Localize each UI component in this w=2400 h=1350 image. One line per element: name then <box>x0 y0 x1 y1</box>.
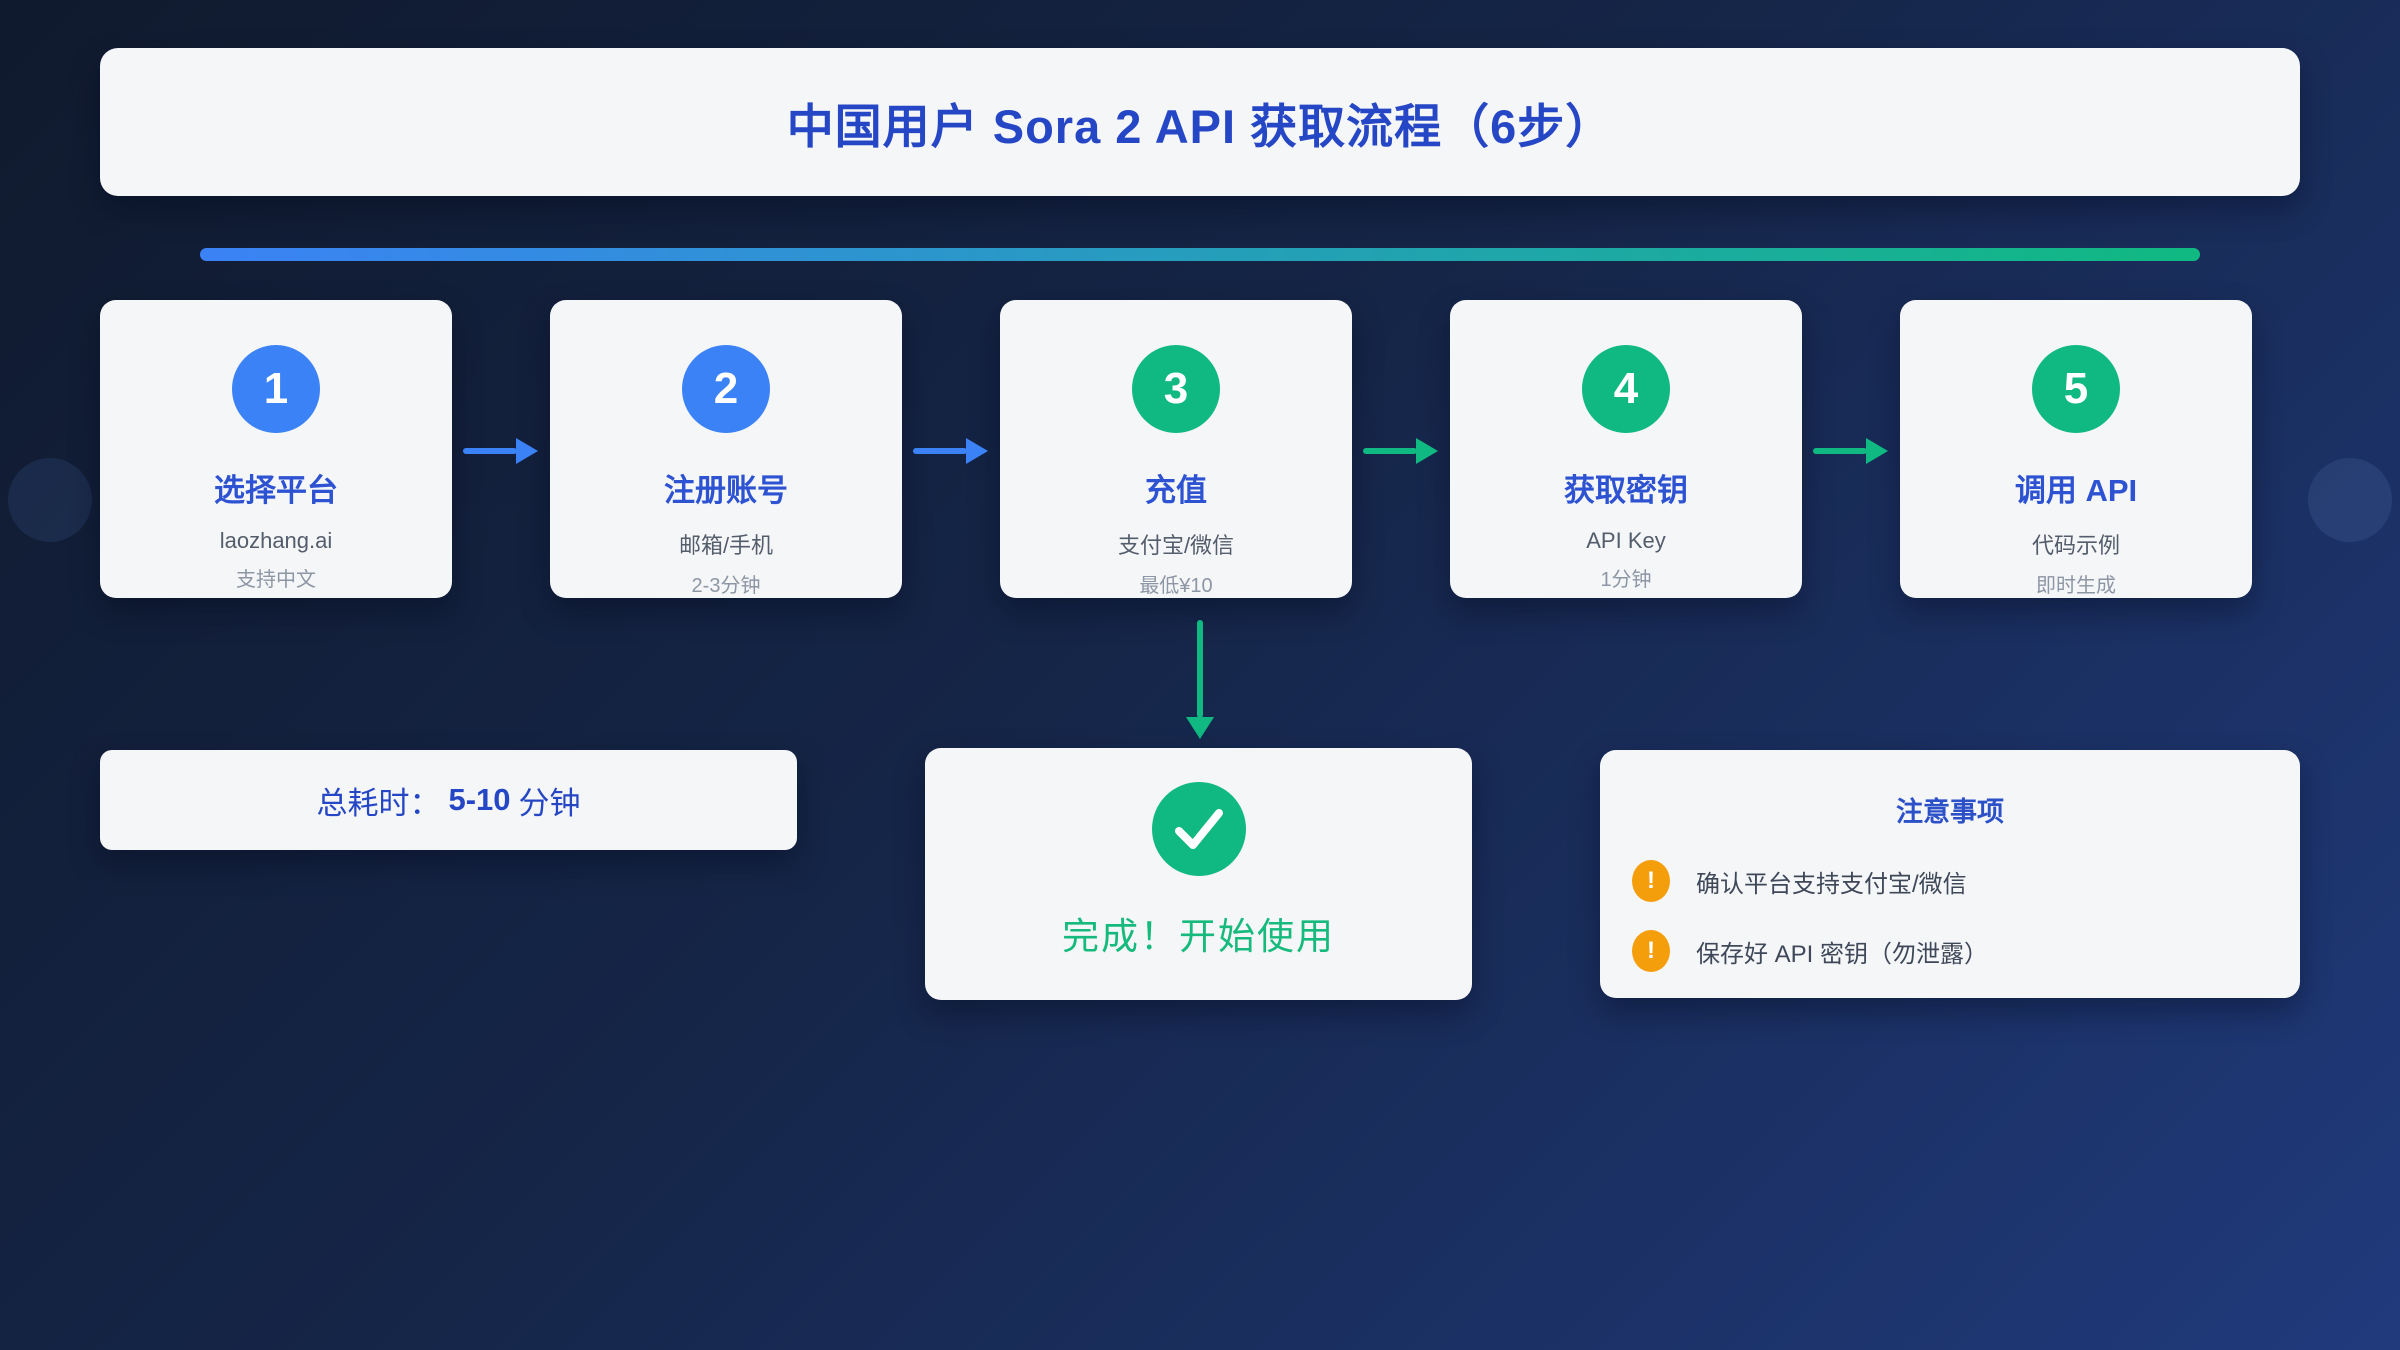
step-card-1: 1 选择平台 laozhang.ai 支持中文 <box>100 300 452 598</box>
step-card-4: 4 获取密钥 API Key 1分钟 <box>1450 300 1802 598</box>
note-text: 保存好 API 密钥（勿泄露） <box>1696 940 1989 968</box>
decor-circle-right <box>2308 458 2392 542</box>
step-duration: 支持中文 <box>236 569 316 591</box>
total-time-label: 总耗时： <box>316 785 441 821</box>
notes-card: 注意事项 ! 确认平台支持支付宝/微信 ! 保存好 API 密钥（勿泄露） <box>1600 750 2300 998</box>
warning-icon: ! <box>1632 860 1670 902</box>
completion-card: 完成！开始使用 <box>925 748 1472 1000</box>
total-time-card: 总耗时： 5-10 分钟 <box>100 750 797 850</box>
completion-label: 完成！开始使用 <box>1062 916 1335 957</box>
step-card-2: 2 注册账号 邮箱/手机 2-3分钟 <box>550 300 902 598</box>
step-duration: 2-3分钟 <box>691 575 761 597</box>
step-subtitle: 支付宝/微信 <box>1117 533 1235 558</box>
warning-icon: ! <box>1632 930 1670 972</box>
step-title: 注册账号 <box>664 473 788 508</box>
step-subtitle: laozhang.ai <box>219 528 333 553</box>
total-time-unit: 分钟 <box>518 785 581 821</box>
arrow-right-icon <box>463 438 539 464</box>
notes-title: 注意事项 <box>1896 797 2004 827</box>
step-number-badge: 2 <box>682 345 770 433</box>
note-text: 确认平台支持支付宝/微信 <box>1696 870 1967 898</box>
step-subtitle: API Key <box>1586 528 1666 553</box>
step-subtitle: 代码示例 <box>2031 533 2120 558</box>
step-duration: 1分钟 <box>1600 569 1652 591</box>
arrow-right-icon <box>913 438 989 464</box>
step-title: 调用 API <box>2014 473 2138 508</box>
arrow-down-icon <box>1186 620 1214 740</box>
step-number-badge: 4 <box>1582 345 1670 433</box>
step-card-5: 5 调用 API 代码示例 即时生成 <box>1900 300 2252 598</box>
step-number-badge: 3 <box>1132 345 1220 433</box>
step-card-3: 3 充值 支付宝/微信 最低¥10 <box>1000 300 1352 598</box>
note-item: ! 保存好 API 密钥（勿泄露） <box>1632 930 1988 972</box>
arrow-right-icon <box>1813 438 1889 464</box>
step-duration: 最低¥10 <box>1139 575 1213 597</box>
arrow-right-icon <box>1363 438 1439 464</box>
note-item: ! 确认平台支持支付宝/微信 <box>1632 860 1967 902</box>
header-card: 中国用户 Sora 2 API 获取流程（6步） <box>100 48 2300 196</box>
step-title: 获取密钥 <box>1564 473 1688 508</box>
step-duration: 即时生成 <box>2036 575 2116 597</box>
step-title: 充值 <box>1145 473 1207 508</box>
step-number-badge: 5 <box>2032 345 2120 433</box>
total-time-value: 5-10 <box>448 782 511 817</box>
progress-gradient-bar <box>200 248 2200 261</box>
step-subtitle: 邮箱/手机 <box>678 533 774 558</box>
step-number-badge: 1 <box>232 345 320 433</box>
decor-circle-left <box>8 458 92 542</box>
page-title: 中国用户 Sora 2 API 获取流程（6步） <box>786 99 1614 153</box>
step-title: 选择平台 <box>214 473 338 508</box>
check-icon <box>1151 782 1246 876</box>
